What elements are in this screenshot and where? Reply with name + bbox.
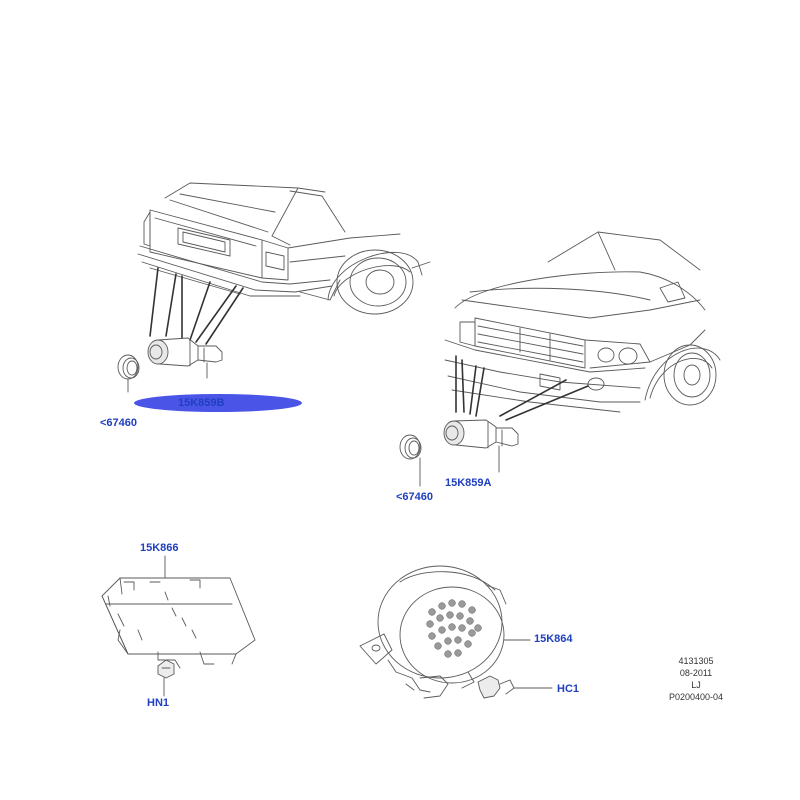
callout-rear-ring[interactable]: <67460 [100, 417, 138, 429]
callout-sounder[interactable]: 15K864 [534, 633, 573, 645]
callout-sounder-clip[interactable]: HC1 [557, 683, 580, 695]
module-fastener-illustration [157, 659, 175, 697]
selected-callout-highlight [134, 394, 302, 412]
front-vehicle-illustration [444, 231, 721, 421]
illustration-date: 08-2011 [679, 668, 713, 678]
callout-rear-sensor[interactable]: 15K859B [178, 397, 225, 409]
rear-vehicle-illustration [137, 182, 431, 345]
illustration-info: 4131305 08-2011 LJ P0200400-04 [655, 655, 737, 703]
sounder-illustration [359, 565, 531, 699]
control-module-illustration [101, 555, 256, 669]
callout-control-module[interactable]: 15K866 [140, 542, 179, 554]
front-parking-sensor [443, 419, 519, 473]
callout-front-sensor[interactable]: 15K859A [445, 477, 492, 489]
illustration-reference: P0200400-04 [668, 692, 724, 702]
rear-parking-sensor [147, 337, 223, 379]
callout-module-fastener[interactable]: HN1 [147, 697, 170, 709]
illustration-author: LJ [691, 680, 701, 690]
callout-front-ring[interactable]: <67460 [396, 491, 434, 503]
front-sensor-ring [399, 434, 422, 487]
illustration-number: 4131305 [678, 656, 714, 666]
sounder-clip-illustration [477, 675, 553, 699]
rear-sensor-ring [117, 354, 140, 393]
